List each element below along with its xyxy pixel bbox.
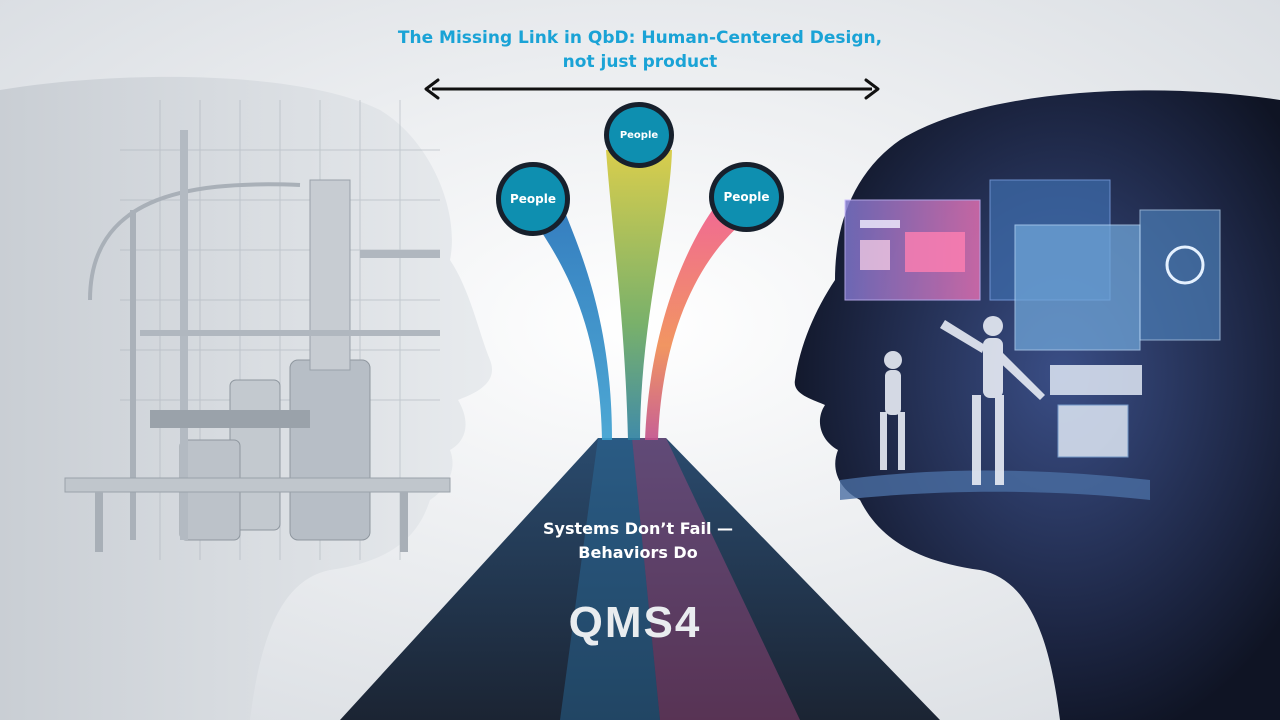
brand-logo: QMS4 (568, 598, 702, 647)
page-title: The Missing Link in QbD: Human-Centered … (380, 26, 900, 74)
tagline-line-2: Behaviors Do (578, 543, 698, 562)
title-line-1: The Missing Link in QbD: Human-Centered … (397, 28, 883, 48)
road (340, 438, 940, 720)
digital-workspace-illustration (794, 90, 1280, 720)
tagline: Systems Don’t Fail — Behaviors Do (520, 517, 756, 565)
people-bubble-left: People (496, 162, 570, 236)
people-bubble-right: People (709, 162, 784, 232)
double-arrow-icon (424, 78, 880, 100)
yellow-stream (606, 150, 672, 440)
industrial-plant-illustration (0, 76, 493, 720)
people-bubble-center: People (604, 102, 674, 168)
title-line-2: not just product (562, 52, 718, 72)
tagline-line-1: Systems Don’t Fail — (542, 519, 734, 538)
